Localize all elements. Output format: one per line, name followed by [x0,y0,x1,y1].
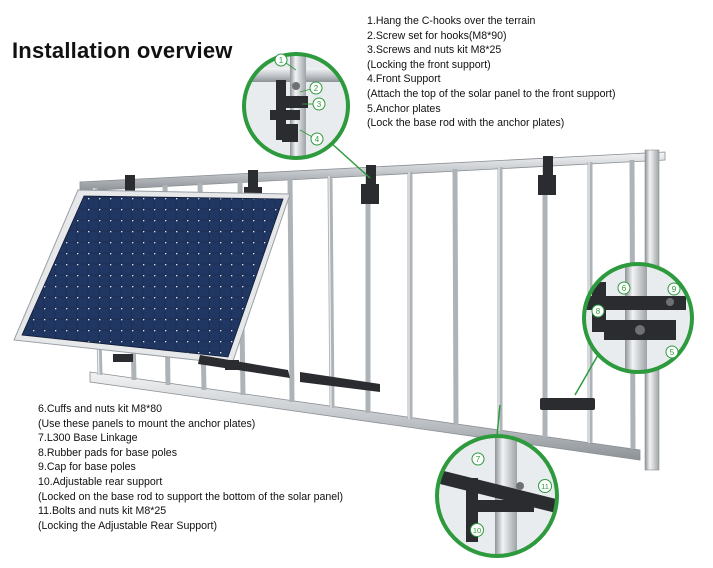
rear-supports [113,354,595,410]
parts-list-line: 2.Screw set for hooks(M8*90) [367,29,507,42]
page-title: Installation overview [12,38,233,63]
c-hook [244,170,262,193]
callout-badge-5: 5 [665,345,679,359]
callout-badge-8: 8 [591,304,605,318]
parts-list-bottom: 6.Cuffs and nuts kit M8*80 (Use these pa… [38,402,343,533]
parts-list-line: 4.Front Support [367,73,441,86]
parts-list-line: 8.Rubber pads for base poles [38,446,177,459]
svg-text:10: 10 [473,526,481,535]
svg-text:11: 11 [541,482,549,491]
callout-badge-2: 2 [309,81,323,95]
svg-text:5: 5 [670,348,675,357]
base-linkage [540,398,595,410]
svg-text:7: 7 [476,455,481,464]
svg-text:8: 8 [596,307,601,316]
parts-list-line: (Locked on the base rod to support the b… [38,490,344,503]
svg-text:1: 1 [279,56,284,65]
callout-leaders [329,141,599,437]
callout-right: 6 9 8 5 [582,262,694,374]
svg-text:9: 9 [672,285,677,294]
svg-text:6: 6 [622,284,627,293]
parts-list-line: 9.Cap for base poles [38,461,136,474]
svg-text:4: 4 [315,135,320,144]
callout-badge-3: 3 [312,97,326,111]
parts-list-line: (Attach the top of the solar panel to th… [367,87,616,100]
parts-list-line: (Lock the base rod with the anchor plate… [367,117,565,130]
parts-list-top: 1.Hang the C-hooks over the terrain 2.Sc… [367,14,616,131]
callout-badge-10: 10 [470,523,484,537]
panel-cells [21,195,284,358]
svg-text:2: 2 [314,84,319,93]
c-hook [538,156,556,195]
callout-badge-4: 4 [310,132,324,146]
svg-text:3: 3 [317,100,322,109]
callout-badge-9: 9 [667,282,681,296]
callout-badge-7: 7 [471,452,485,466]
callout-badge-6: 6 [617,281,631,295]
parts-list-line: (Locking the front support) [367,58,491,71]
callout-bottom: 7 11 10 [435,434,559,558]
parts-list-line: (Use these panels to mount the anchor pl… [38,417,256,430]
parts-list-line: 6.Cuffs and nuts kit M8*80 [38,403,163,415]
rear-support [300,372,380,392]
parts-list-line: 11.Bolts and nuts kit M8*25 [38,505,167,518]
parts-list-line: 1.Hang the C-hooks over the terrain [367,15,536,27]
parts-list-line: 10.Adjustable rear support [38,475,163,488]
parts-list-line: 3.Screws and nuts kit M8*25 [367,44,502,57]
parts-list-line: 5.Anchor plates [367,102,441,115]
solar-panel [13,189,291,365]
parts-list-line: 7.L300 Base Linkage [38,432,138,445]
c-hook [361,165,379,204]
callout-badge-11: 11 [538,479,552,493]
parts-list-line: (Locking the Adjustable Rear Support) [38,519,218,532]
callout-top: 1 2 3 4 [242,52,350,160]
callout-badge-1: 1 [274,53,288,67]
rear-support [198,355,290,378]
